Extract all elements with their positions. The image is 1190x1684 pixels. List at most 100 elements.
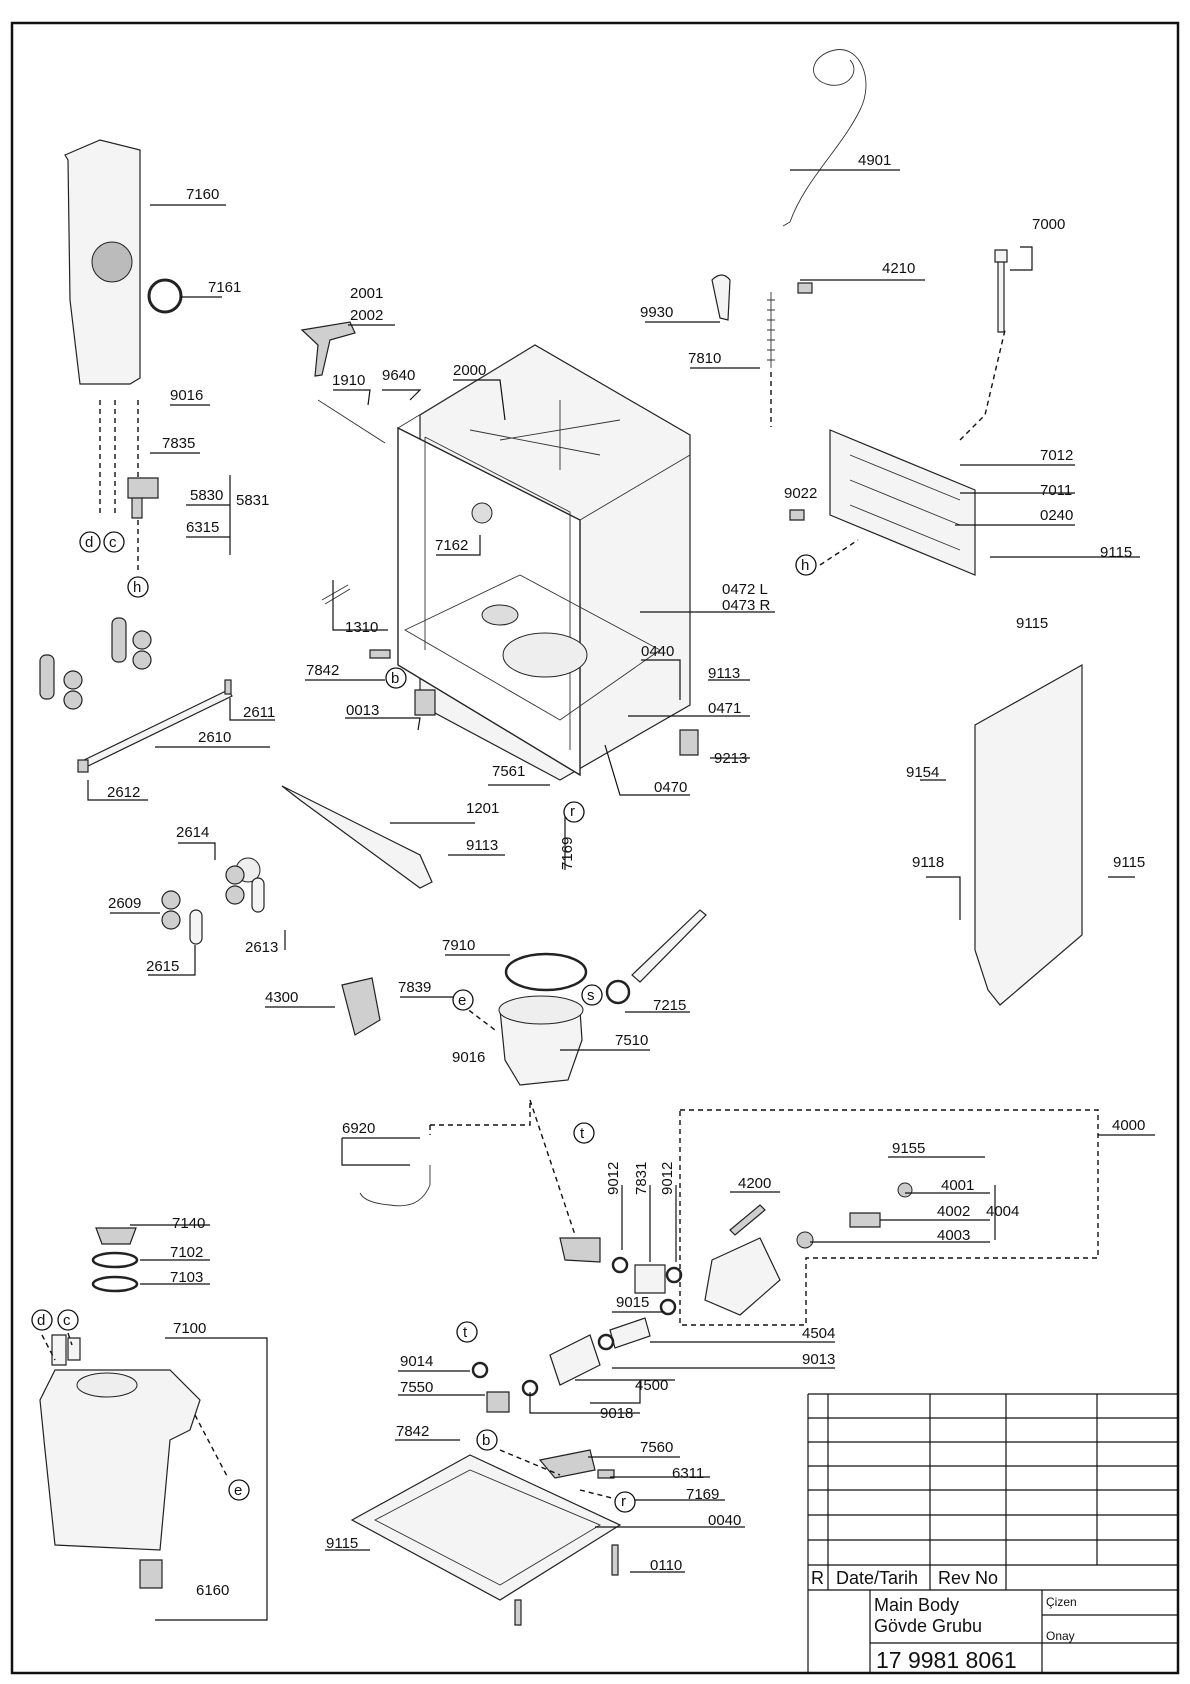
part-1310 xyxy=(321,584,351,605)
label-7000: 7000 xyxy=(1032,216,1065,233)
dash-7839 xyxy=(461,1004,496,1031)
marker-t2: t xyxy=(463,1324,468,1341)
label-4901: 4901 xyxy=(858,152,891,169)
label-7831: 7831 xyxy=(633,1162,650,1195)
part-side-panel xyxy=(974,663,1083,1006)
label-7215: 7215 xyxy=(653,997,686,1014)
label-9012b: 9012 xyxy=(659,1162,676,1195)
label-7140: 7140 xyxy=(172,1215,205,1232)
dash-t1 xyxy=(529,1099,576,1236)
part-0471 xyxy=(679,729,699,756)
part-1910-seal xyxy=(317,399,386,444)
label-4004: 4004 xyxy=(986,1203,1019,1220)
part-7810-spring xyxy=(767,292,775,368)
marker-h2: h xyxy=(801,557,809,574)
label-2000: 2000 xyxy=(453,362,486,379)
marker-t1: t xyxy=(580,1125,585,1142)
title-block-rev-col-date: Date/Tarih xyxy=(836,1568,918,1588)
title-block-drawn-label: Çizen xyxy=(1046,1595,1077,1609)
title-block-name-en: Main Body xyxy=(874,1595,959,1615)
marker-c2: c xyxy=(63,1312,71,1329)
label-7842b: 7842 xyxy=(396,1423,429,1440)
part-0110 xyxy=(514,1544,619,1626)
label-0040: 0040 xyxy=(708,1512,741,1529)
label-2615: 2615 xyxy=(146,958,179,975)
part-4504-hose xyxy=(609,1317,651,1349)
part-4002 xyxy=(849,1212,881,1228)
label-9012a: 9012 xyxy=(605,1162,622,1195)
title-block-rev-col-revno: Rev No xyxy=(938,1568,998,1588)
label-7011: 7011 xyxy=(1040,482,1072,499)
label-7839: 7839 xyxy=(398,979,431,996)
label-7169a: 7169 xyxy=(559,837,576,870)
part-1201-plate xyxy=(281,785,433,889)
label-7842a: 7842 xyxy=(306,662,339,679)
dash-b2-r2 xyxy=(499,1449,621,1501)
label-9113b: 9113 xyxy=(466,837,498,854)
dash-d-c xyxy=(99,400,116,515)
reference-markers: d c h b h r s e t d c e t b r xyxy=(31,531,817,1513)
part-4000-pump xyxy=(704,1237,781,1316)
label-7103: 7103 xyxy=(170,1269,203,1286)
label-1910: 1910 xyxy=(332,372,365,389)
label-9118: 9118 xyxy=(912,854,944,871)
title-block: R Date/Tarih Rev No Main Body Gövde Grub… xyxy=(807,1393,1178,1673)
part-6160 xyxy=(139,1559,163,1589)
part-4200 xyxy=(729,1204,766,1236)
part-7161-ring xyxy=(147,278,183,314)
part-7162-cap xyxy=(471,502,493,524)
part-9012b-clamp xyxy=(665,1266,683,1284)
part-9022 xyxy=(789,509,805,521)
label-7835: 7835 xyxy=(162,435,195,452)
part-4901-cable xyxy=(782,49,867,227)
label-7510: 7510 xyxy=(615,1032,648,1049)
label-7102: 7102 xyxy=(170,1244,203,1261)
part-7100-softener xyxy=(39,1369,201,1551)
marker-b2: b xyxy=(482,1432,490,1449)
label-0240: 0240 xyxy=(1040,507,1073,524)
part-7510-top xyxy=(498,995,584,1025)
label-4300: 4300 xyxy=(265,989,298,1006)
title-block-drawing-number: 17 9981 8061 xyxy=(876,1647,1017,1673)
label-4504: 4504 xyxy=(802,1325,835,1342)
marker-d1: d xyxy=(85,534,93,551)
part-2611 xyxy=(224,679,232,695)
label-9930: 9930 xyxy=(640,304,673,321)
label-2001: 2001 xyxy=(350,285,383,302)
part-7842-clip xyxy=(369,649,391,659)
label-9022: 9022 xyxy=(784,485,817,502)
dash-4000-group xyxy=(679,1109,1099,1326)
label-0472: 0472 L xyxy=(722,581,768,598)
part-7560 xyxy=(538,1449,596,1479)
label-2610: 2610 xyxy=(198,729,231,746)
label-5830: 5830 xyxy=(190,487,223,504)
part-9015-clamp xyxy=(659,1298,677,1316)
part-7100-top xyxy=(76,1372,138,1398)
part-7835-valve xyxy=(127,477,159,519)
label-9115c: 9115 xyxy=(1113,854,1145,871)
part-2612 xyxy=(77,759,89,773)
part-9013-clamp xyxy=(597,1333,615,1351)
label-7561: 7561 xyxy=(492,763,525,780)
label-9154: 9154 xyxy=(906,764,939,781)
marker-e2: e xyxy=(234,1482,242,1499)
label-0471: 0471 xyxy=(708,700,741,717)
marker-d2: d xyxy=(37,1312,45,1329)
title-block-name-tr: Gövde Grubu xyxy=(874,1616,982,1636)
part-2000-sump xyxy=(502,632,588,678)
label-0013: 0013 xyxy=(346,702,379,719)
marker-e1: e xyxy=(458,992,466,1009)
label-0440: 0440 xyxy=(641,643,674,660)
part-7000-inlet xyxy=(994,249,1008,333)
label-7100: 7100 xyxy=(173,1320,206,1337)
label-4001: 4001 xyxy=(941,1177,974,1194)
label-0470: 0470 xyxy=(654,779,687,796)
label-4500: 4500 xyxy=(635,1377,668,1394)
part-0240-bracket xyxy=(829,429,976,576)
part-9012a-clamp xyxy=(611,1256,629,1274)
part-9014-clamp xyxy=(471,1361,489,1379)
dash-6920 xyxy=(429,1100,531,1135)
part-4003 xyxy=(796,1231,814,1249)
label-9018: 9018 xyxy=(600,1405,633,1422)
